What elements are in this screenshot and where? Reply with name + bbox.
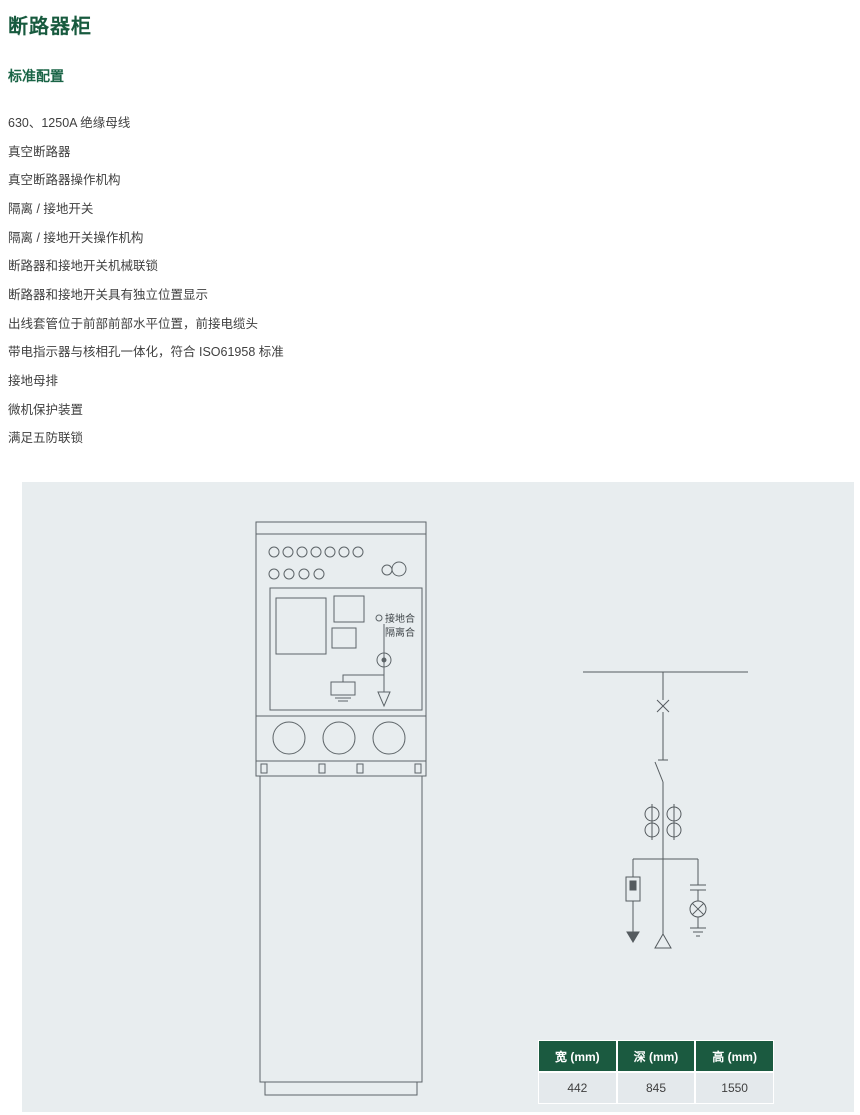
dim-value-width: 442 — [538, 1072, 617, 1105]
dimensions-table: 宽 (mm) 深 (mm) 高 (mm) 442 845 1550 — [538, 1040, 774, 1105]
cabinet-annotation: 接地合 隔离合 — [385, 612, 415, 639]
feature-item: 出线套管位于前部前部水平位置，前接电缆头 — [8, 316, 259, 331]
single-line-diagram — [583, 671, 748, 949]
dim-header-width: 宽 (mm) — [538, 1040, 617, 1073]
feature-item: 630、1250A 绝缘母线 — [8, 115, 131, 130]
technical-drawing: 接地合 隔离合 — [255, 521, 748, 1096]
feature-item: 真空断路器操作机构 — [8, 173, 121, 188]
ground-symbol — [690, 927, 706, 937]
page-title: 断路器柜 — [8, 16, 92, 38]
disconnect-symbol — [654, 759, 668, 783]
feature-item: 真空断路器 — [8, 144, 71, 159]
feature-item: 隔离 / 接地开关 — [8, 201, 94, 216]
ground-arrow-symbol — [626, 931, 640, 944]
dim-value-depth: 845 — [616, 1072, 696, 1105]
lamp-symbol — [689, 900, 707, 918]
feature-list: 630、1250A 绝缘母线 真空断路器 真空断路器操作机构 隔离 / 接地开关… — [8, 107, 860, 451]
feature-item: 微机保护装置 — [8, 402, 84, 417]
section-title: 标准配置 — [8, 68, 64, 84]
feature-item: 接地母排 — [8, 374, 59, 389]
dim-header-height: 高 (mm) — [695, 1040, 774, 1073]
feature-item: 断路器和接地开关具有独立位置显示 — [8, 287, 209, 302]
diagram-panel: 接地合 隔离合 — [22, 482, 854, 1113]
cable-termination-symbol — [654, 933, 672, 949]
dimensions-header-row: 宽 (mm) 深 (mm) 高 (mm) — [538, 1040, 774, 1073]
arrester-symbol — [625, 876, 641, 902]
feature-item: 隔离 / 接地开关操作机构 — [8, 230, 144, 245]
annotation-ground-close: 接地合 — [385, 612, 415, 625]
feature-item: 带电指示器与核相孔一体化，符合 ISO61958 标准 — [8, 345, 284, 360]
annotation-isolate-close: 隔离合 — [385, 626, 415, 639]
capacitor-symbol — [690, 884, 706, 891]
dimensions-value-row: 442 845 1550 — [538, 1072, 774, 1105]
dim-header-depth: 深 (mm) — [616, 1040, 696, 1073]
cabinet-front-drawing — [255, 521, 427, 1096]
feature-item: 断路器和接地开关机械联锁 — [8, 259, 159, 274]
transformer-symbols — [644, 804, 682, 841]
feature-item: 满足五防联锁 — [8, 431, 84, 446]
breaker-symbol — [656, 699, 670, 713]
dim-value-height: 1550 — [695, 1072, 774, 1105]
